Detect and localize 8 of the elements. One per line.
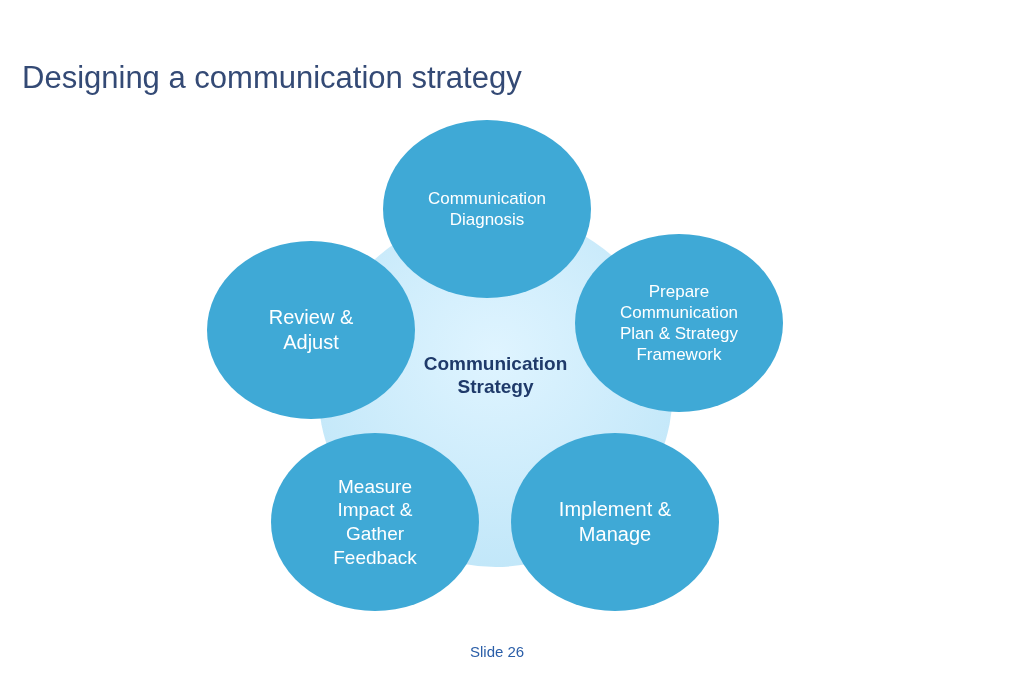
node-label: Measure Impact & Gather Feedback bbox=[332, 474, 418, 570]
hub-label: Communication Strategy bbox=[415, 351, 576, 399]
node-label: Communication Diagnosis bbox=[426, 187, 548, 231]
node-label: Review & Adjust bbox=[267, 305, 355, 355]
node-label: Prepare Communication Plan & Strategy Framework bbox=[618, 280, 740, 366]
slide-number: Slide 26 bbox=[470, 643, 525, 660]
slide-title: Designing a communication strategy bbox=[22, 60, 522, 96]
node-label: Implement & Manage bbox=[557, 497, 673, 547]
